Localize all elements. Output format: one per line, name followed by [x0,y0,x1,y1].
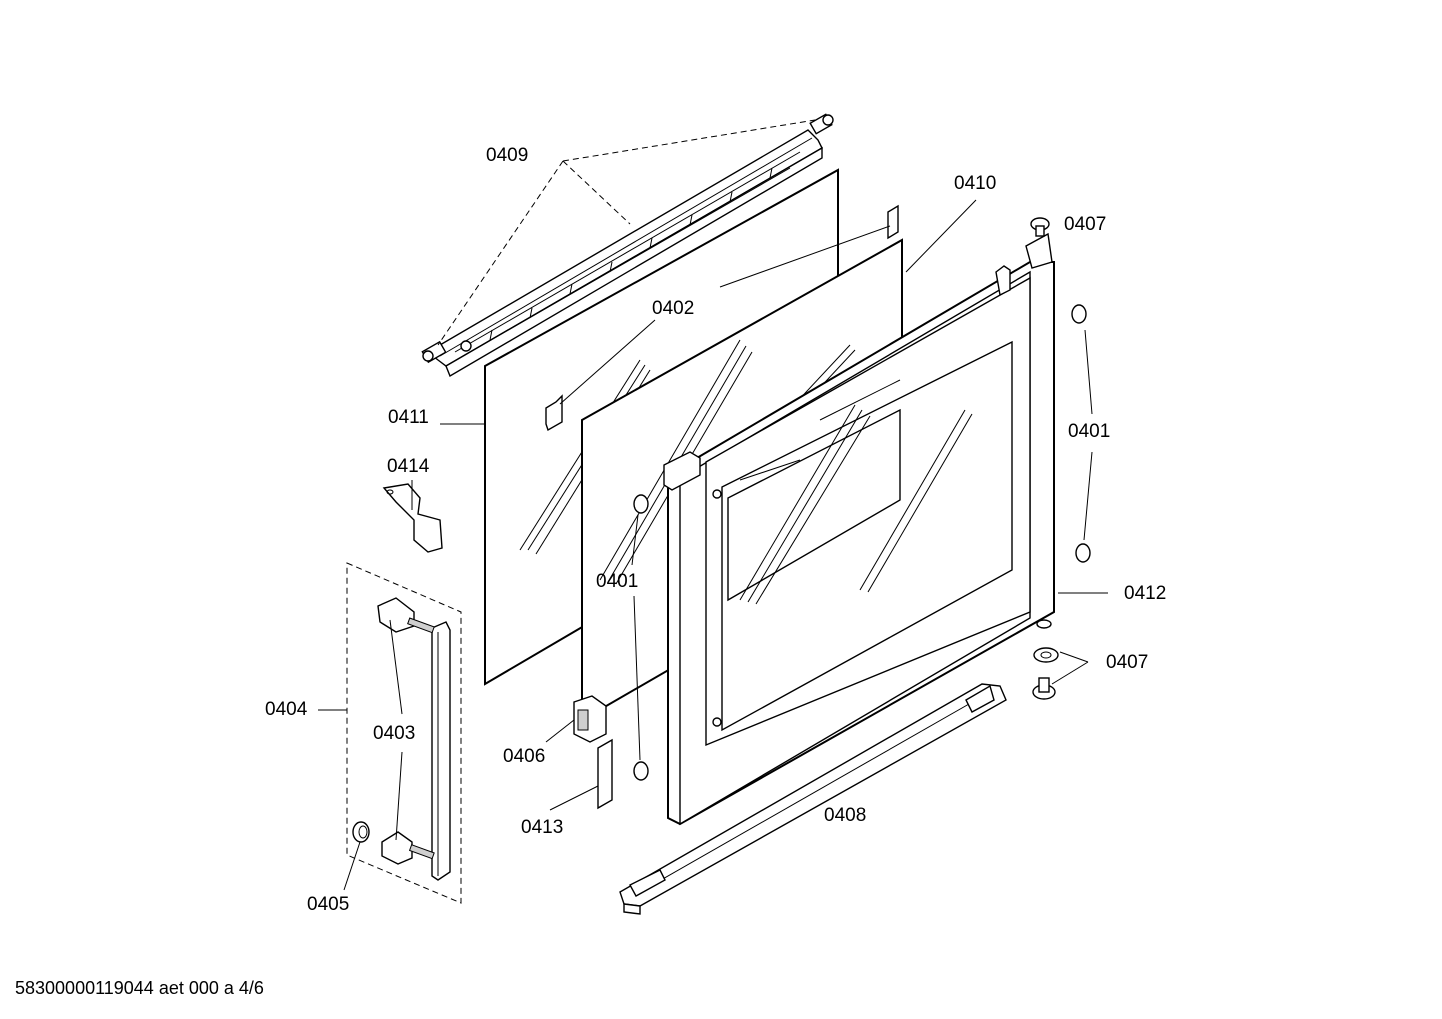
label-0407-top: 0407 [1064,214,1106,235]
door-handle-group [346,562,462,904]
part-labels: 0409 0410 0407 0402 0411 0401 0414 0401 … [265,145,1166,915]
label-0414: 0414 [387,456,430,477]
label-0411: 0411 [388,407,429,428]
label-0408: 0408 [824,805,866,826]
label-0401-right: 0401 [1068,421,1110,442]
bottom-rail-part [619,683,1007,915]
leader-lines [318,119,1108,891]
label-0409: 0409 [486,145,528,166]
clip-part-0414 [382,483,443,553]
label-0413: 0413 [521,817,563,838]
top-rail-part [421,113,834,378]
glass-clip [545,204,899,432]
label-0401-middle: 0401 [596,571,638,592]
part-0406 [573,695,607,743]
document-id: 58300000119044 aet 000 a 4/6 [15,978,264,998]
label-0404: 0404 [265,699,308,720]
label-0412: 0412 [1124,583,1166,604]
label-0402: 0402 [652,298,694,319]
fastener-parts-0407 [1030,217,1059,700]
bumper-parts-0401 [633,304,1091,781]
front-door-panel [663,232,1055,826]
label-0403: 0403 [373,723,415,744]
label-0405: 0405 [307,894,349,915]
label-0407-bottom: 0407 [1106,652,1148,673]
label-0410: 0410 [954,173,996,194]
strip-part-0413 [597,738,613,810]
label-0406: 0406 [503,746,545,767]
